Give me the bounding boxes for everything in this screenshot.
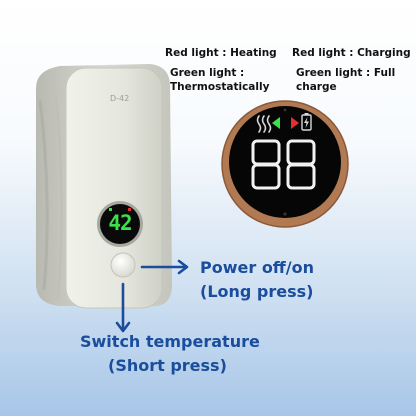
red-indicator-icon	[291, 117, 299, 129]
label-green-full-2: charge	[296, 81, 337, 93]
power-arrow	[140, 259, 189, 275]
heating-waves-icon	[256, 115, 272, 133]
label-switch-2: (Short press)	[108, 356, 227, 375]
device-display-digits: 42	[108, 211, 132, 235]
label-green-full-1: Green light : Full	[296, 67, 396, 79]
power-button	[110, 252, 136, 278]
battery-charging-icon	[301, 113, 312, 131]
switch-arrow	[115, 282, 131, 333]
label-green-thermo-1: Green light :	[170, 67, 245, 79]
label-power-1: Power off/on	[200, 258, 314, 277]
device-body	[65, 67, 163, 309]
label-green-thermo-2: Thermostatically	[170, 81, 270, 93]
device-display	[100, 204, 140, 244]
label-red-heating: Red light : Heating	[165, 47, 277, 59]
zoom-display	[229, 106, 341, 218]
device-logo: D-42	[110, 94, 130, 103]
label-switch-1: Switch temperature	[80, 332, 260, 351]
zoom-digits	[251, 139, 316, 190]
label-power-2: (Long press)	[200, 282, 314, 301]
zoom-digits-text: 88	[252, 140, 316, 190]
green-indicator-icon	[272, 117, 280, 129]
label-red-charging: Red light : Charging	[292, 47, 411, 59]
